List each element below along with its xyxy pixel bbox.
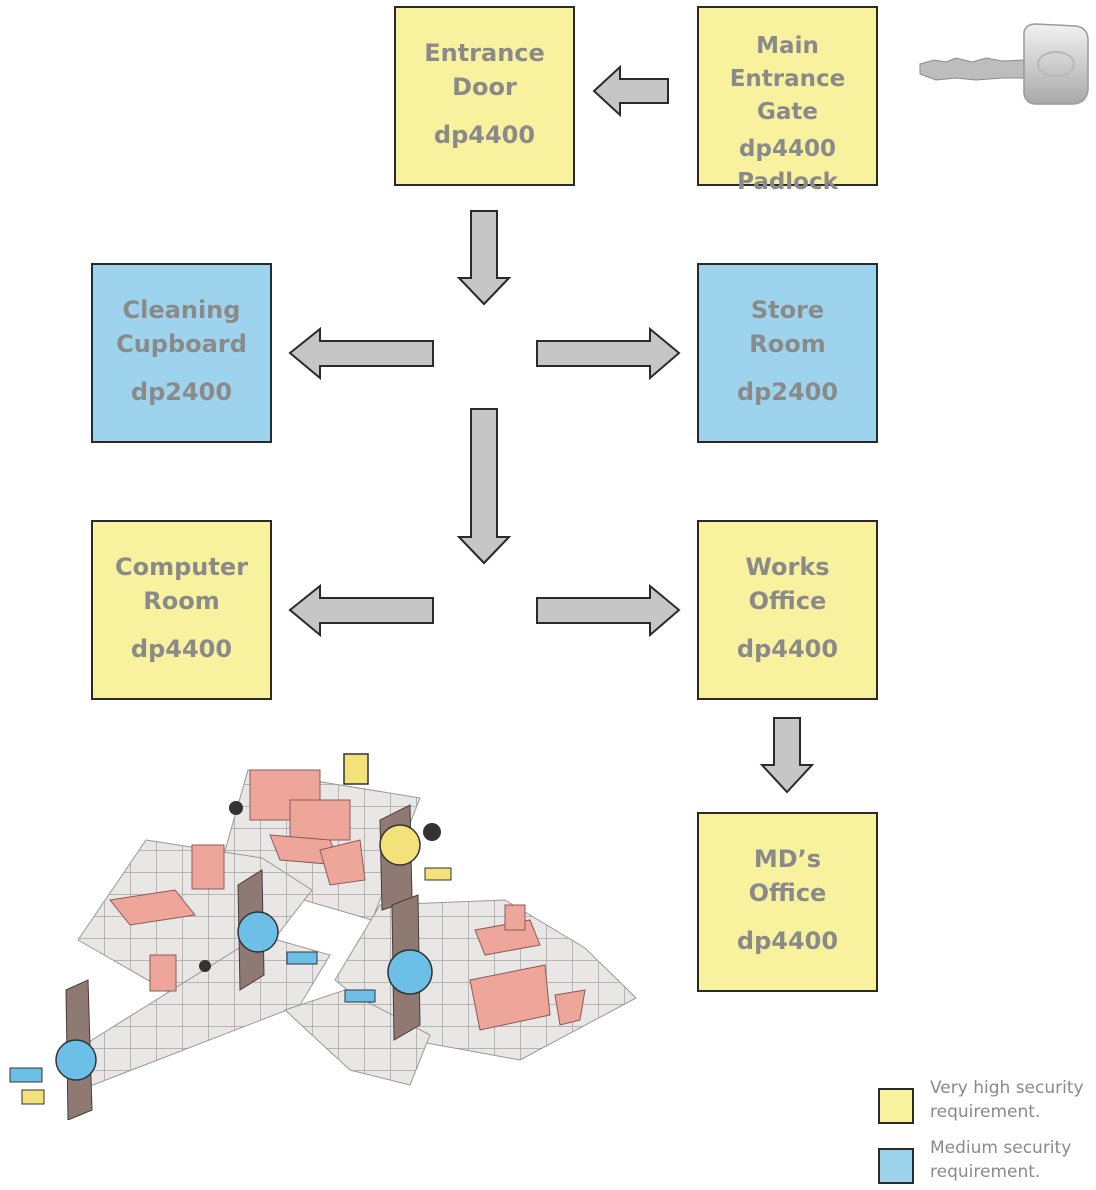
legend-high-line2: requirement. <box>930 1102 1041 1122</box>
arrow-to-computer-room <box>288 583 434 638</box>
arrow-works-to-md <box>759 717 815 794</box>
floor-plan-illustration <box>9 753 637 1120</box>
arrow-middle-down <box>456 408 512 565</box>
arrow-to-cleaning-cupboard <box>288 326 434 381</box>
arrow-to-works-office <box>536 583 681 638</box>
room-md-office-name-2: Office <box>748 879 827 907</box>
arrow-gate-to-entrance <box>592 64 669 118</box>
room-main-gate-name-2: Gate <box>757 99 818 125</box>
legend-medium-line2: requirement. <box>930 1162 1041 1182</box>
room-works-office: Works Office dp4400 <box>697 520 878 700</box>
room-computer-room-model: dp4400 <box>130 635 233 663</box>
room-store-room-model: dp2400 <box>736 378 839 406</box>
room-entrance-door-name-1: Entrance <box>424 39 545 67</box>
room-computer-room-name-1: Computer <box>115 553 248 581</box>
room-works-office-name-2: Office <box>748 587 827 615</box>
room-cleaning-cupboard-name-1: Cleaning <box>122 296 241 324</box>
legend-medium-security: Medium security requirement. <box>878 1136 1090 1184</box>
key-icon <box>919 23 1089 105</box>
room-works-office-name-1: Works <box>745 553 830 581</box>
room-store-room: Store Room dp2400 <box>697 263 878 443</box>
room-store-room-name-1: Store <box>750 296 825 324</box>
room-entrance-door-name-2: Door <box>452 73 517 101</box>
room-entrance-door: Entrance Door dp4400 <box>394 6 575 186</box>
room-main-gate-model-2: Padlock <box>737 169 838 195</box>
room-computer-room-name-2: Room <box>143 587 220 615</box>
legend-medium-line1: Medium security <box>930 1138 1072 1158</box>
room-main-entrance-gate: Main Entrance Gate dp4400 Padlock <box>697 6 878 195</box>
room-md-office-model: dp4400 <box>736 927 839 955</box>
room-works-office-model: dp4400 <box>736 635 839 663</box>
room-md-office-name-1: MD’s <box>753 845 822 873</box>
arrow-to-store-room <box>536 326 681 381</box>
legend-high-line1: Very high security <box>930 1078 1084 1098</box>
room-computer-room: Computer Room dp4400 <box>91 520 272 700</box>
arrow-entrance-down <box>456 210 512 306</box>
room-entrance-door-model: dp4400 <box>433 121 536 149</box>
room-cleaning-cupboard-model: dp2400 <box>130 378 233 406</box>
room-store-room-name-2: Room <box>749 330 826 358</box>
legend-high-security: Very high security requirement. <box>878 1076 1090 1124</box>
room-main-gate-name-1: Main Entrance <box>729 33 846 92</box>
room-cleaning-cupboard: Cleaning Cupboard dp2400 <box>91 263 272 443</box>
legend-medium-swatch <box>878 1148 914 1184</box>
room-md-office: MD’s Office dp4400 <box>697 812 878 992</box>
legend-high-swatch <box>878 1088 914 1124</box>
room-main-gate-model-1: dp4400 <box>739 136 836 162</box>
room-cleaning-cupboard-name-2: Cupboard <box>116 330 247 358</box>
